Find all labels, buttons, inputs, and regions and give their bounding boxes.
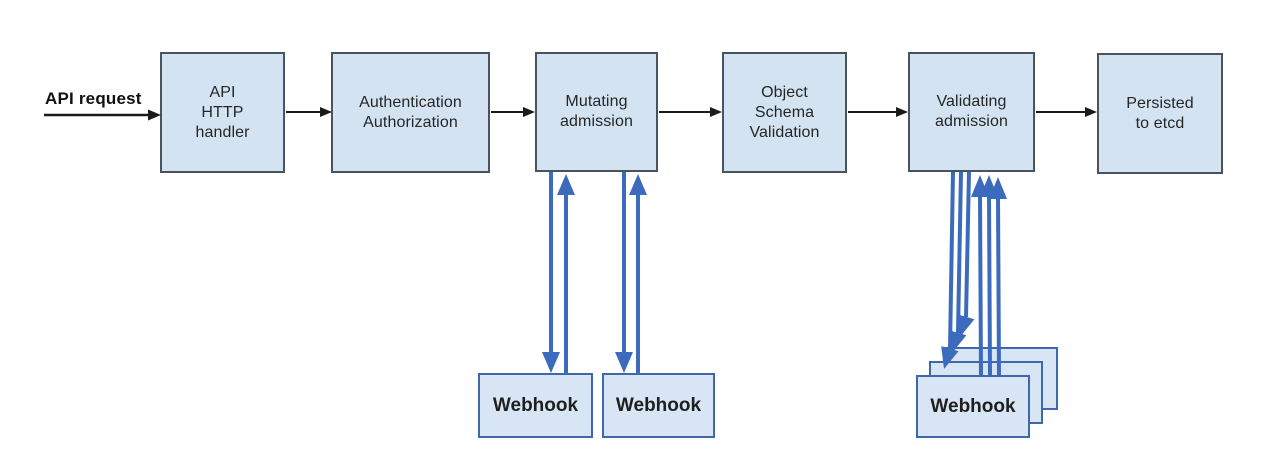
mutating-webhook1-up-arrow [557,174,575,374]
webhook-label: Webhook [930,395,1016,417]
mutating-webhook2-down-arrow [615,172,633,373]
api-request-arrow [44,109,161,121]
webhook-label: Webhook [615,394,702,416]
validating-webhook-stack-front: Webhook [916,375,1030,438]
mutating-webhook2-up-arrow [629,174,647,374]
node-object-schema-validation: Object Schema Validation [722,52,847,173]
flow-arrow-3 [659,107,722,117]
validating-webhook-down-arrow-2 [949,171,967,353]
flow-arrow-2 [491,107,535,117]
node-label: Mutating admission [560,93,633,130]
flow-arrow-1 [286,107,332,117]
node-persisted-to-etcd: Persisted to etcd [1097,53,1223,174]
node-label: Validating admission [935,93,1008,130]
mutating-webhook1-down-arrow [542,172,560,373]
mutating-webhook-1: Webhook [478,373,593,438]
validating-webhook-up-arrow-2 [980,175,998,376]
node-mutating-admission: Mutating admission [535,52,658,172]
validating-webhook-down-arrow-3 [957,171,975,337]
node-label: Object Schema Validation [749,83,820,141]
node-label: Authentication Authorization [359,93,462,131]
webhook-label: Webhook [492,394,579,416]
node-api-http-handler: API HTTP handler [160,52,285,173]
mutating-webhook-2: Webhook [602,373,715,438]
flow-arrow-4 [848,107,908,117]
node-authentication-authorization: Authentication Authorization [331,52,490,173]
flow-arrow-5 [1036,107,1097,117]
validating-webhook-down-arrow-1 [941,171,959,369]
node-label: Persisted to etcd [1126,94,1194,132]
validating-webhook-up-arrow-3 [989,177,1007,376]
node-validating-admission: Validating admission [908,52,1035,172]
api-request-label: API request [45,89,142,108]
node-label: API HTTP handler [195,83,250,141]
validating-webhook-up-arrow-1 [971,175,989,376]
